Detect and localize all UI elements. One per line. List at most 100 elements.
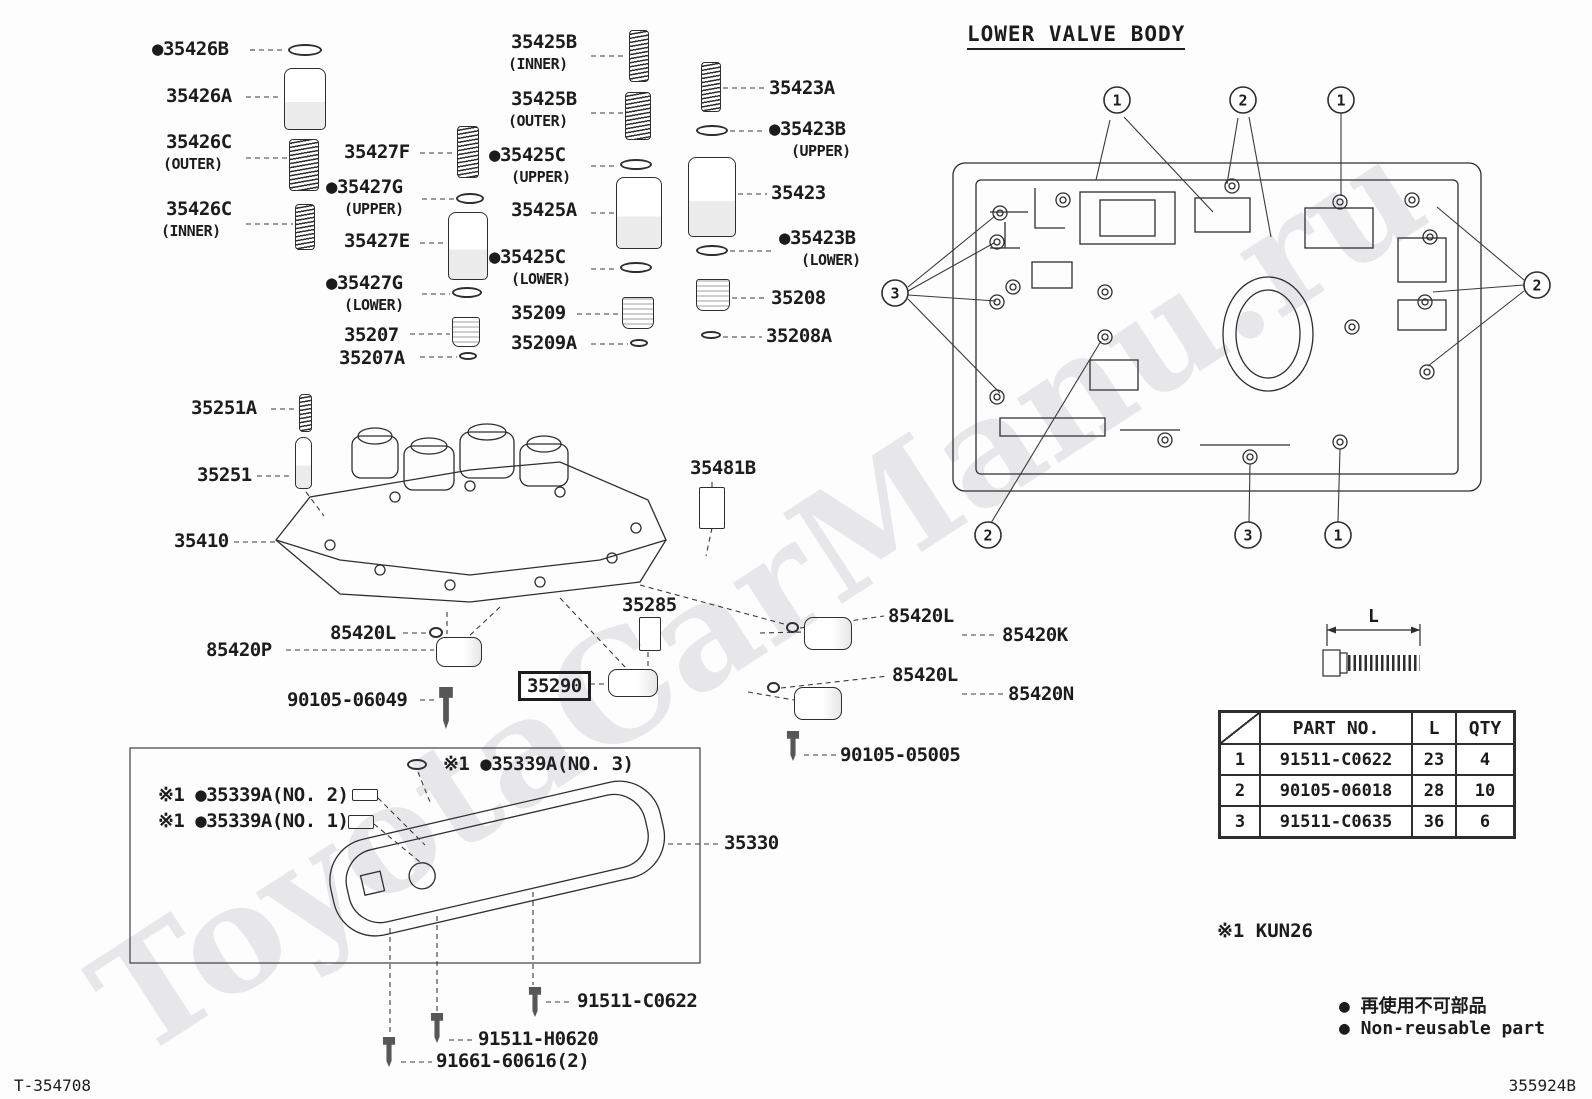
bolt-hole [993,238,1001,246]
dashed-leader-line [417,771,431,803]
bolt-size-table: PART NO. L QTY 1 91511-C0622 23 4 2 9010… [1218,710,1516,839]
dashed-leader-line [759,631,805,634]
bolt-hole [1419,364,1435,380]
bolt-hole [1336,198,1344,206]
callout-line [990,340,1102,524]
bolt-hole [1101,333,1109,341]
bolt-holes [989,178,1438,465]
dashed-leader-line [780,675,889,689]
callout-circle-2 [1523,271,1551,299]
table-row: 3 91511-C0635 36 6 [1220,806,1514,837]
bolt-hole [989,234,1005,250]
callout-circle-3 [881,279,909,307]
callout-line [1432,284,1525,293]
length-cell: 23 [1412,744,1456,775]
part-number-cell: 91511-C0622 [1260,744,1412,775]
bolt-hole [993,393,1001,401]
bolt-hole [1097,329,1113,345]
bolt-hole [1422,229,1438,245]
part-number-cell: 91511-C0635 [1260,806,1412,837]
qty-cell: 4 [1456,744,1514,775]
callout-circle-2 [1229,86,1257,114]
dashed-leader-line [799,615,885,629]
bolt-hole [1344,319,1360,335]
page-title: LOWER VALVE BODY [967,22,1186,50]
callout-line [907,215,996,288]
bolt-hole [1348,323,1356,331]
callout-circle-1 [1324,521,1352,549]
dashed-leader-line [373,823,421,863]
callout-line [1427,290,1525,367]
callout-number: 2 [1238,92,1247,110]
bolt-hole [1097,284,1113,300]
callout-circle-3 [1234,521,1262,549]
length-cell: 28 [1412,775,1456,806]
callout-line [1123,116,1214,213]
bolt-hole [1332,434,1348,450]
length-cell: 36 [1412,806,1456,837]
bolt-hole [1157,432,1173,448]
dashed-leader-line [377,797,426,846]
table-row: 2 90105-06018 28 10 [1220,775,1514,806]
bolt-hole [1408,196,1416,204]
bolt-hole [1228,182,1236,190]
bolt-hole [1417,294,1433,310]
bolt-hole [996,209,1004,217]
bolt-hole [1224,178,1240,194]
bolt-hole [993,298,1001,306]
table-header-part-no: PART NO. [1260,712,1412,744]
callout-number: 1 [1336,92,1345,110]
bolt-hole [1005,279,1021,295]
callout-circle-2 [974,521,1002,549]
callout-number: 1 [1112,92,1121,110]
qty-cell: 6 [1456,806,1514,837]
callout-circle-1 [1327,86,1355,114]
figure-code-right: 355924B [1508,1076,1576,1095]
callout-number: 3 [890,285,899,303]
valve-body-assembly-drawing [275,423,667,603]
callout-number: 3 [1243,527,1252,545]
callout-line [907,242,995,292]
non-reusable-note-jp: ● 再使用不可部品 [1339,996,1487,1017]
dashed-leader-line [747,691,795,701]
callout-line [1248,116,1272,238]
table-corner-cell [1220,712,1260,744]
callout-line [1226,117,1239,185]
bolt-hole [1161,436,1169,444]
callout-line [1095,119,1111,181]
bolt-hole [1009,283,1017,291]
figure-code-left: T-354708 [14,1076,92,1095]
bolt-hole [1423,368,1431,376]
non-reusable-note-en: ● Non-reusable part [1339,1018,1545,1039]
model-note: ※1 KUN26 [1217,920,1313,942]
bolt-hole [1242,449,1258,465]
dashed-leader-line [559,597,627,669]
callout-number: 2 [983,527,992,545]
bolt-hole [1426,233,1434,241]
row-number: 2 [1220,775,1260,806]
table-row: 1 91511-C0622 23 4 [1220,744,1514,775]
oil-strainer-drawing [129,747,701,964]
table-header-l: L [1412,712,1456,744]
dashed-leader-line [467,606,501,638]
callout-circle-1 [1103,86,1131,114]
callout-line [1436,206,1525,281]
bolt-hole [1059,196,1067,204]
bolt-hole [989,389,1005,405]
bolt-hole [1332,194,1348,210]
callout-line [1248,463,1251,523]
bolt-hole [1055,192,1071,208]
row-number: 1 [1220,744,1260,775]
bolt-hole [989,294,1005,310]
bolt-hole [1404,192,1420,208]
row-number: 3 [1220,806,1260,837]
qty-cell: 10 [1456,775,1514,806]
callout-number: 1 [1333,527,1342,545]
bolt-dimension-drawing [1322,624,1421,677]
bolt-hole [1421,298,1429,306]
callout-line [1337,448,1341,523]
dashed-leader-line [305,491,325,517]
